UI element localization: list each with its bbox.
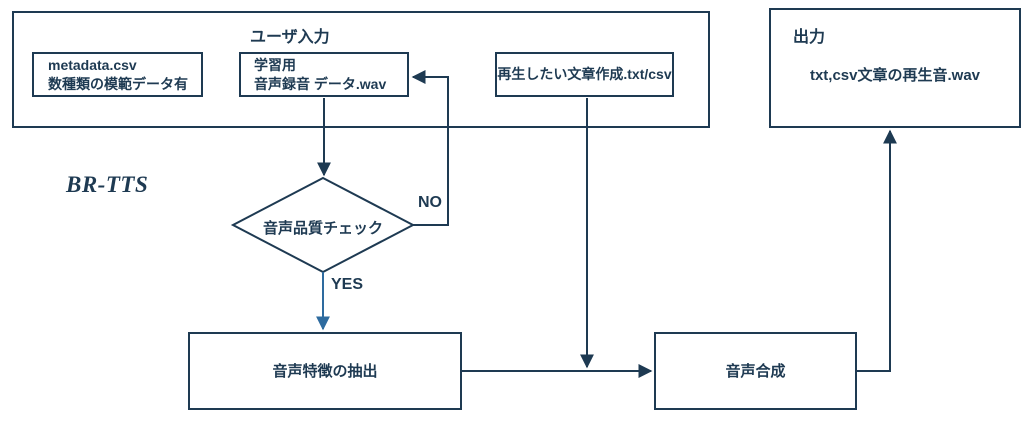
metadata-node: metadata.csv 数種類の模範データ有 [32, 52, 203, 97]
synthesis-node: 音声合成 [654, 332, 857, 410]
training-audio-node-line1: 学習用 [254, 56, 296, 73]
yes-branch-label: YES [331, 276, 364, 293]
user-input-title: ユーザ入力 [250, 29, 330, 46]
output-group-box [769, 8, 1021, 128]
brand-label: BR-TTS [66, 172, 149, 197]
output-file-label: txt,csv文章の再生音.wav [809, 67, 981, 84]
user-input-group-box [12, 11, 710, 128]
no-branch-label: NO [418, 194, 442, 211]
metadata-node-line2: 数種類の模範データ有 [48, 75, 188, 92]
training-audio-node: 学習用 音声録音 データ.wav [239, 52, 409, 97]
feature-extraction-node: 音声特徴の抽出 [188, 332, 462, 410]
playback-text-node: 再生したい文章作成.txt/csv [495, 52, 674, 97]
quality-check-label: 音声品質チェック [262, 220, 383, 237]
playback-text-node-label: 再生したい文章作成.txt/csv [497, 66, 672, 82]
connector-synthesis-to-output [857, 129, 897, 372]
output-title: 出力 [793, 29, 826, 46]
training-audio-node-line2: 音声録音 データ.wav [254, 75, 387, 92]
feature-extraction-label: 音声特徴の抽出 [272, 362, 378, 380]
metadata-node-line1: metadata.csv [48, 56, 137, 73]
synthesis-label: 音声合成 [725, 362, 786, 380]
